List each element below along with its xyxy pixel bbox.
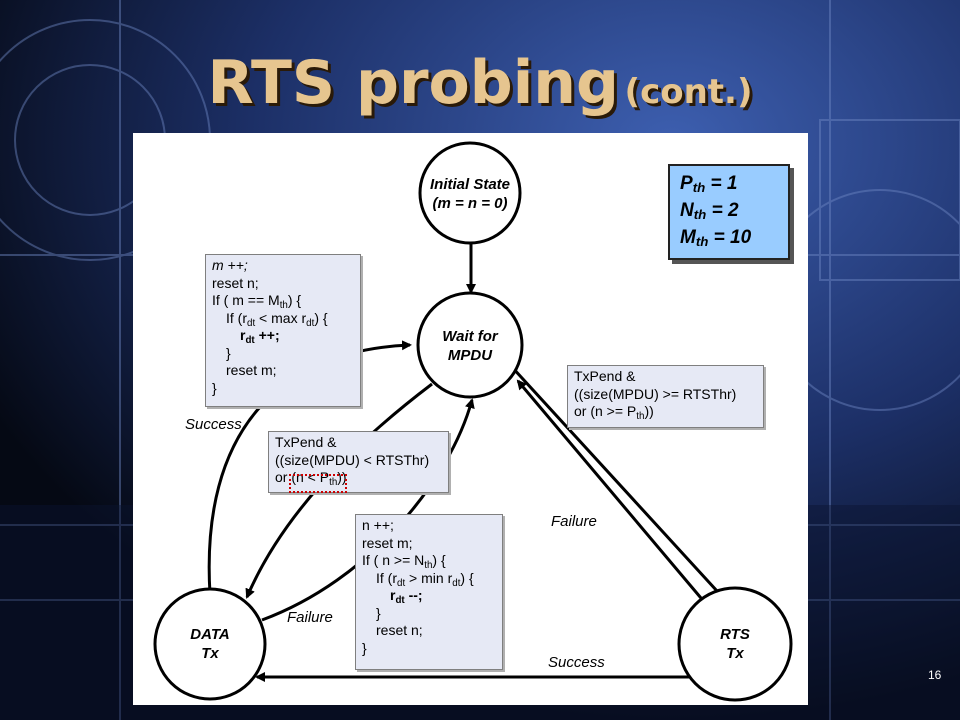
success-line-5: rdt ++; — [240, 327, 280, 346]
edge-label-failure-right: Failure — [551, 513, 597, 530]
success-line-6: } — [226, 344, 231, 361]
state-rts-line2: Tx — [726, 645, 744, 662]
state-wait: Wait for MPDU — [420, 327, 520, 365]
rts-cond-line-3: or (n >= Pth)) — [574, 403, 654, 422]
state-data-line2: Tx — [201, 645, 219, 662]
param-m-th: Mth = 10 — [680, 227, 752, 249]
rts-cond-line-1: TxPend & — [574, 368, 636, 384]
edge-label-success-left: Success — [185, 416, 242, 433]
data-cond-line-2: ((size(MPDU) < RTSThr) — [275, 451, 430, 468]
param-p-th: Pth = 1 — [680, 173, 738, 195]
data-cond-line-3: or (n < Pth)) — [275, 469, 347, 488]
state-wait-line2: MPDU — [447, 347, 493, 364]
failure-action-box: n ++; reset m; If ( n >= Nth) { If (rdt … — [355, 514, 503, 670]
state-rts: RTS Tx — [685, 625, 785, 663]
failure-line-6: } — [376, 604, 381, 621]
title-main: RTS probing — [207, 48, 619, 118]
failure-line-5: rdt --; — [390, 587, 423, 606]
success-line-2: reset n; — [212, 274, 259, 291]
data-tx-condition-box: TxPend & ((size(MPDU) < RTSThr) or (n < … — [268, 431, 449, 493]
state-initial-line1: Initial State — [429, 176, 511, 193]
state-initial: Initial State (m = n = 0) — [410, 175, 530, 213]
state-initial-line2: (m = n = 0) — [432, 195, 508, 212]
success-line-7: reset m; — [226, 362, 277, 378]
edge-label-failure-left: Failure — [287, 609, 333, 626]
slide-title: RTS probing (cont.) — [0, 48, 960, 118]
page-number: 16 — [928, 668, 942, 682]
failure-line-3: If ( n >= Nth) { — [362, 552, 446, 571]
failure-line-7: reset n; — [376, 622, 423, 638]
success-line-8: } — [212, 379, 217, 396]
state-wait-line1: Wait for — [442, 328, 498, 345]
param-n-th: Nth = 2 — [680, 200, 739, 222]
edge-label-success-bottom: Success — [548, 654, 605, 671]
success-line-4: If (rdt < max rdt) { — [226, 309, 328, 329]
threshold-params-box: Pth = 1 Nth = 2 Mth = 10 — [668, 164, 790, 260]
failure-line-8: } — [362, 639, 367, 656]
state-rts-circle — [677, 586, 793, 702]
success-action-box: m ++; reset n; If ( m == Mth) { If (rdt … — [205, 254, 361, 407]
rts-cond-line-2: ((size(MPDU) >= RTSThr) — [574, 385, 737, 402]
state-data-circle — [153, 587, 267, 701]
success-line-1: m ++; — [212, 257, 248, 273]
data-cond-line-1: TxPend & — [275, 434, 337, 450]
failure-line-4: If (rdt > min rdt) { — [376, 569, 474, 589]
rts-tx-condition-box: TxPend & ((size(MPDU) >= RTSThr) or (n >… — [567, 365, 764, 428]
state-initial-circle — [418, 141, 522, 245]
state-data: DATA Tx — [160, 625, 260, 663]
edge-wait-to-rts — [509, 364, 730, 605]
state-wait-circle — [416, 291, 524, 399]
failure-line-1: n ++; — [362, 517, 394, 533]
title-paren: (cont.) — [624, 72, 753, 112]
success-line-3: If ( m == Mth) { — [212, 292, 302, 311]
edge-rts-failure-to-wait — [516, 379, 708, 605]
state-rts-line1: RTS — [720, 626, 750, 643]
highlight-dotted-box — [289, 474, 347, 493]
state-data-line1: DATA — [190, 626, 230, 643]
failure-line-2: reset m; — [362, 534, 413, 551]
